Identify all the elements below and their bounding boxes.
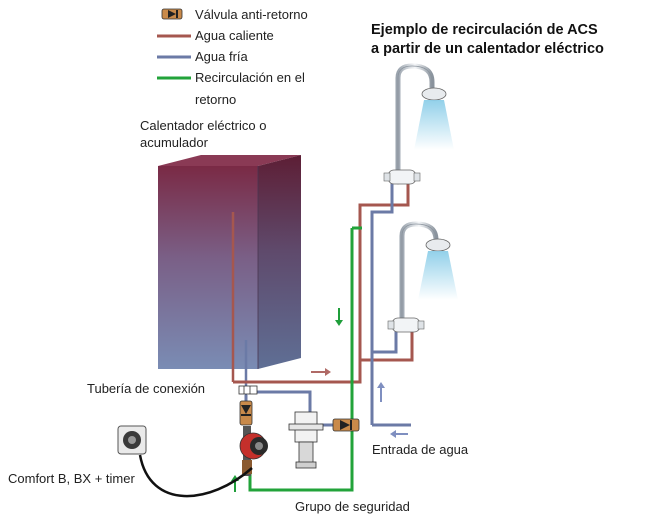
legend-check-valve-label: Válvula anti-retorno (195, 7, 308, 22)
check-valve-pump-icon (239, 400, 253, 426)
check-valve-inline-icon (332, 418, 360, 432)
legend-cold-water-label: Agua fría (195, 49, 248, 64)
pump-timer-label: Comfort B, BX + timer (8, 471, 135, 486)
check-valve-legend-icon (161, 8, 183, 20)
safety-group (288, 411, 324, 469)
recirc-down-arrow (335, 308, 343, 326)
lower-shower (387, 221, 458, 333)
heater-label-line1: Calentador eléctrico o (140, 118, 267, 133)
upper-shower-spray (414, 100, 454, 150)
heater-label-line2: acumulador (140, 135, 208, 150)
diagram-title-line2: a partir de un calentador eléctrico (371, 41, 604, 57)
connection-pipe-label: Tubería de conexión (87, 381, 206, 396)
timer-plug (117, 425, 253, 498)
connection-fitting (238, 385, 258, 395)
safety-group-label: Grupo de seguridad (295, 499, 410, 514)
hot-flow-arrow (311, 368, 331, 376)
upper-shower (383, 63, 454, 185)
legend-hot-water-label: Agua caliente (195, 28, 274, 43)
water-inlet-label: Entrada de agua (372, 442, 469, 457)
lower-shower-spray (418, 251, 458, 300)
circulator-pump (239, 426, 268, 476)
legend (157, 8, 191, 80)
diagram-title-line1: Ejemplo de recirculación de ACS (371, 22, 598, 38)
legend-recirc-label-line2: retorno (195, 92, 237, 107)
recirculation-pipe (248, 226, 362, 492)
cold-up-arrow (377, 382, 385, 402)
water-heater (158, 155, 301, 369)
legend-recirc-label-line1: Recirculación en el (195, 70, 305, 85)
hot-water-pipes (233, 182, 414, 384)
inlet-left-arrow (390, 430, 408, 438)
